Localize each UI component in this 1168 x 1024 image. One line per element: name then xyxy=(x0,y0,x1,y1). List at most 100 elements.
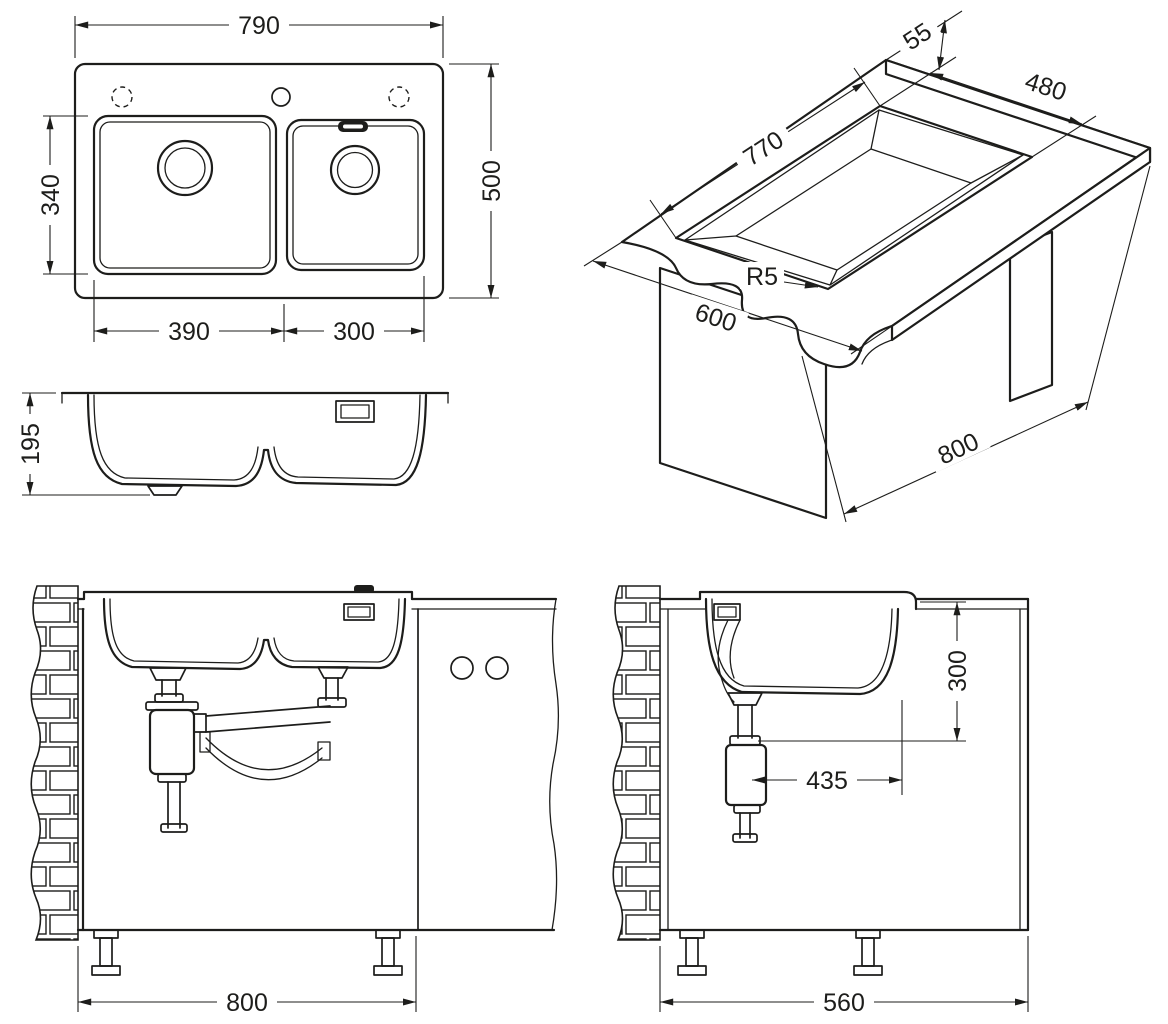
dim-cabinet-width: 800 xyxy=(77,936,417,1017)
knockout xyxy=(324,317,384,344)
nut xyxy=(160,823,188,833)
adjustable-foot-left xyxy=(677,929,707,976)
knockout xyxy=(730,119,796,176)
knockout xyxy=(229,11,289,38)
dim-corner-radius: R5 xyxy=(740,262,819,291)
dim-left-bowl-width: 390 xyxy=(93,280,285,346)
nut xyxy=(154,693,184,703)
flexible-hose xyxy=(205,737,323,781)
bowl-outline-inner xyxy=(93,394,421,481)
dim-drain-setback: 435 xyxy=(752,700,903,795)
foot-top xyxy=(679,929,705,939)
dim-line xyxy=(592,260,863,352)
left-drain-boss xyxy=(149,667,187,681)
optional-hole-left xyxy=(111,86,133,108)
dim-label-left-bowl-width: 390 xyxy=(168,318,210,346)
bowl-outline-outer xyxy=(102,597,407,671)
sink-rim xyxy=(82,590,414,601)
dim-label-cabinet-depth: 560 xyxy=(823,989,865,1017)
foot-top xyxy=(93,929,119,939)
foot-base xyxy=(91,965,121,976)
right-drain-inner xyxy=(336,151,374,189)
right-bowl xyxy=(285,118,426,272)
drain-plumbing xyxy=(724,704,768,843)
right-leg-panel xyxy=(1008,230,1054,403)
trap-inlet xyxy=(193,713,207,733)
installation-front-view: 800 xyxy=(30,585,560,1017)
nut xyxy=(157,773,187,783)
overflow-box-inner xyxy=(717,606,737,618)
knockout xyxy=(797,766,857,793)
bowl-wall-lines xyxy=(684,109,1024,286)
tailpiece xyxy=(737,704,753,739)
bowl-outline-outer xyxy=(86,393,428,488)
right-drain-outer xyxy=(329,144,381,196)
knockout xyxy=(477,151,504,211)
foot-stem xyxy=(99,937,113,967)
overflow-box xyxy=(713,603,741,621)
dim-label-cabinet-width: 800 xyxy=(226,989,268,1017)
brick-wall xyxy=(30,585,79,941)
right-drain-boss xyxy=(317,666,349,679)
nut xyxy=(732,833,758,843)
profile-view: 195 xyxy=(16,391,450,496)
dim-label-right-bowl-width: 300 xyxy=(333,318,375,346)
knockout xyxy=(740,262,784,289)
left-bowl-inner xyxy=(99,121,271,269)
tap-hole-marker xyxy=(354,585,374,593)
outlet-pipe xyxy=(167,781,181,829)
overflow-box xyxy=(335,400,375,423)
knockout xyxy=(683,294,749,339)
nut xyxy=(729,735,761,746)
knockout xyxy=(16,414,43,474)
top-view: 790 500 340 390 xyxy=(36,11,506,346)
knockout xyxy=(890,12,943,59)
bottle-trap xyxy=(148,708,196,776)
foot-stem xyxy=(685,937,699,967)
hose-nut xyxy=(317,741,331,761)
brick-wall xyxy=(612,585,661,941)
dim-label-corner-radius: R5 xyxy=(746,263,778,291)
panel-hole-left xyxy=(450,656,474,680)
knockout xyxy=(217,988,277,1015)
horizontal-pipe xyxy=(205,705,331,733)
knockout xyxy=(159,317,219,344)
foot-base xyxy=(677,965,707,976)
adjustable-foot-left xyxy=(91,929,121,976)
bottle-trap xyxy=(724,743,768,807)
bowl-outline-inner xyxy=(109,598,400,664)
optional-hole-right xyxy=(388,86,410,108)
foot-stem xyxy=(861,937,875,967)
dim-label-drain-height: 300 xyxy=(944,650,972,692)
ext-lines xyxy=(801,165,1151,523)
left-drain-inner xyxy=(164,147,206,189)
nut xyxy=(733,804,761,814)
torn-edge-thickness xyxy=(861,339,893,365)
ext-lines xyxy=(758,601,966,742)
ext-lines xyxy=(1031,115,1097,158)
isometric-view: 770 55 480 600 xyxy=(583,10,1152,523)
drain-boss xyxy=(147,485,183,496)
adjustable-foot-right xyxy=(853,929,883,976)
sink-outline xyxy=(73,62,445,300)
dim-overall-width: 790 xyxy=(74,11,444,58)
hose-nut xyxy=(199,731,211,753)
foot-stem xyxy=(381,937,395,967)
nut xyxy=(145,701,199,711)
right-tailpiece xyxy=(325,677,339,701)
dim-label-overall-width: 790 xyxy=(238,12,280,40)
dim-label-sink-height: 195 xyxy=(17,423,45,465)
rim-end-lips xyxy=(61,392,449,404)
overflow-box xyxy=(343,603,375,621)
drain-plumbing xyxy=(145,677,347,833)
panel-hole-right xyxy=(485,656,509,680)
knockout xyxy=(36,165,63,225)
overflow-box-inner xyxy=(340,404,370,419)
ext-lines xyxy=(649,67,881,239)
overflow-slot-inner xyxy=(343,124,363,129)
knockout xyxy=(943,641,970,701)
dim-label-cutout-depth: 480 xyxy=(1022,67,1070,107)
dim-right-bowl-width: 300 xyxy=(284,276,425,346)
sink-rim xyxy=(698,590,918,611)
